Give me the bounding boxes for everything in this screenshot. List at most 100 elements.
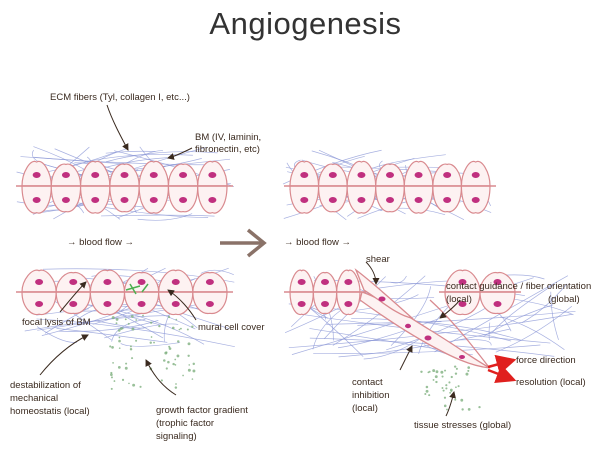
growth-factor-dot	[444, 370, 446, 372]
nucleus	[121, 197, 129, 203]
growth-factor-dot	[441, 387, 443, 389]
nucleus	[379, 297, 386, 302]
growth-factor-dot	[168, 316, 170, 318]
growth-factor-dot	[478, 406, 480, 408]
label-bm-line1: BM (IV, laminin,	[195, 132, 261, 143]
ecm-fiber	[101, 215, 215, 216]
label-destabilization-line1: destabilization of	[10, 380, 81, 391]
growth-factor-dot	[112, 316, 115, 319]
growth-factor-dot	[122, 379, 124, 381]
nucleus	[33, 172, 41, 178]
growth-factor-dot	[128, 383, 130, 385]
label-blood-flow-right: → blood flow →	[284, 237, 351, 248]
growth-factor-dot	[442, 376, 444, 378]
growth-factor-dot	[166, 367, 168, 369]
growth-factor-dot	[426, 386, 429, 389]
vessel-wall-top-right	[284, 161, 496, 213]
nucleus	[150, 172, 158, 178]
growth-factor-dot	[118, 366, 121, 369]
growth-factor-dot	[188, 364, 190, 366]
nucleus	[344, 279, 352, 285]
growth-factor-dot	[188, 342, 191, 345]
growth-factor-dot	[111, 346, 114, 349]
growth-factor-dot	[164, 352, 167, 355]
growth-factor-dot	[467, 370, 469, 372]
growth-factor-dot	[174, 364, 176, 366]
growth-factor-dot	[460, 399, 463, 402]
growth-factor-dot	[454, 365, 456, 367]
nucleus	[425, 336, 432, 341]
nucleus	[357, 197, 365, 203]
growth-factor-dot	[111, 388, 113, 390]
growth-factor-dot	[445, 384, 447, 386]
nucleus	[329, 172, 337, 178]
label-contact-guidance: contact guidance / fiber orientation	[446, 281, 591, 292]
nucleus	[91, 197, 99, 203]
growth-factor-dot	[125, 318, 127, 320]
growth-factor-dot	[192, 378, 194, 380]
nucleus	[329, 197, 337, 203]
growth-factor-dot	[433, 379, 435, 381]
growth-factor-dot	[193, 363, 195, 365]
ecm-fiber	[37, 327, 77, 343]
growth-factor-dot	[131, 328, 134, 331]
growth-factor-dot	[114, 380, 116, 382]
growth-factor-dot	[179, 329, 181, 331]
growth-factor-dot	[118, 329, 121, 332]
growth-factor-dot	[167, 361, 170, 364]
nucleus	[103, 279, 111, 285]
nucleus	[415, 172, 423, 178]
growth-factor-dot	[119, 337, 121, 339]
nucleus	[138, 279, 146, 285]
growth-factor-dot	[467, 366, 470, 369]
growth-factor-dot	[118, 340, 121, 343]
nucleus	[206, 279, 214, 285]
growth-factor-dot	[180, 328, 182, 330]
growth-factor-dot	[150, 341, 152, 343]
growth-factor-dot	[131, 315, 134, 318]
label-shear: shear	[366, 254, 390, 265]
label-growth-factor-line3: signaling)	[156, 431, 197, 442]
growth-factor-dot	[455, 372, 457, 374]
ecm-fiber	[391, 276, 407, 283]
nucleus	[150, 197, 158, 203]
growth-factor-dot	[163, 359, 166, 362]
growth-factor-dot	[426, 390, 429, 393]
growth-factor-dot	[450, 390, 452, 392]
label-contact-guidance-global: (global)	[548, 294, 580, 305]
growth-factor-dot	[445, 387, 447, 389]
growth-factor-dot	[174, 359, 176, 361]
nucleus	[91, 172, 99, 178]
label-resolution: resolution (local)	[516, 377, 586, 388]
growth-factor-dot	[130, 348, 132, 350]
growth-factor-dot	[435, 375, 438, 378]
growth-factor-dot	[451, 376, 453, 378]
growth-factor-dot	[172, 363, 174, 365]
growth-factor-dot	[109, 345, 111, 347]
growth-factor-dot	[182, 375, 184, 377]
label-growth-factor-line1: growth factor gradient	[156, 405, 248, 416]
vessel-wall-bottom-right	[284, 270, 521, 314]
label-destabilization-line3: homeostatis (local)	[10, 406, 90, 417]
growth-factor-dot	[130, 345, 132, 347]
growth-factor-dot	[458, 385, 460, 387]
nucleus	[357, 172, 365, 178]
growth-factor-dot	[444, 405, 447, 408]
ecm-fiber	[457, 340, 491, 346]
nucleus	[208, 197, 216, 203]
growth-factor-dot	[449, 392, 451, 394]
label-focal-lysis: focal lysis of BM	[22, 317, 91, 328]
label-contact-inhibition-line3: (local)	[352, 403, 378, 414]
nucleus	[172, 301, 180, 307]
growth-factor-dot	[150, 322, 152, 324]
nucleus	[138, 301, 146, 307]
nucleus	[35, 279, 43, 285]
nucleus	[33, 197, 41, 203]
growth-factor-dot	[125, 363, 127, 365]
label-blood-flow-left: → blood flow →	[67, 237, 134, 248]
growth-factor-dot	[420, 371, 422, 373]
transition-arrow	[220, 230, 264, 256]
growth-factor-dot	[468, 408, 471, 411]
growth-factor-dot	[435, 381, 437, 383]
